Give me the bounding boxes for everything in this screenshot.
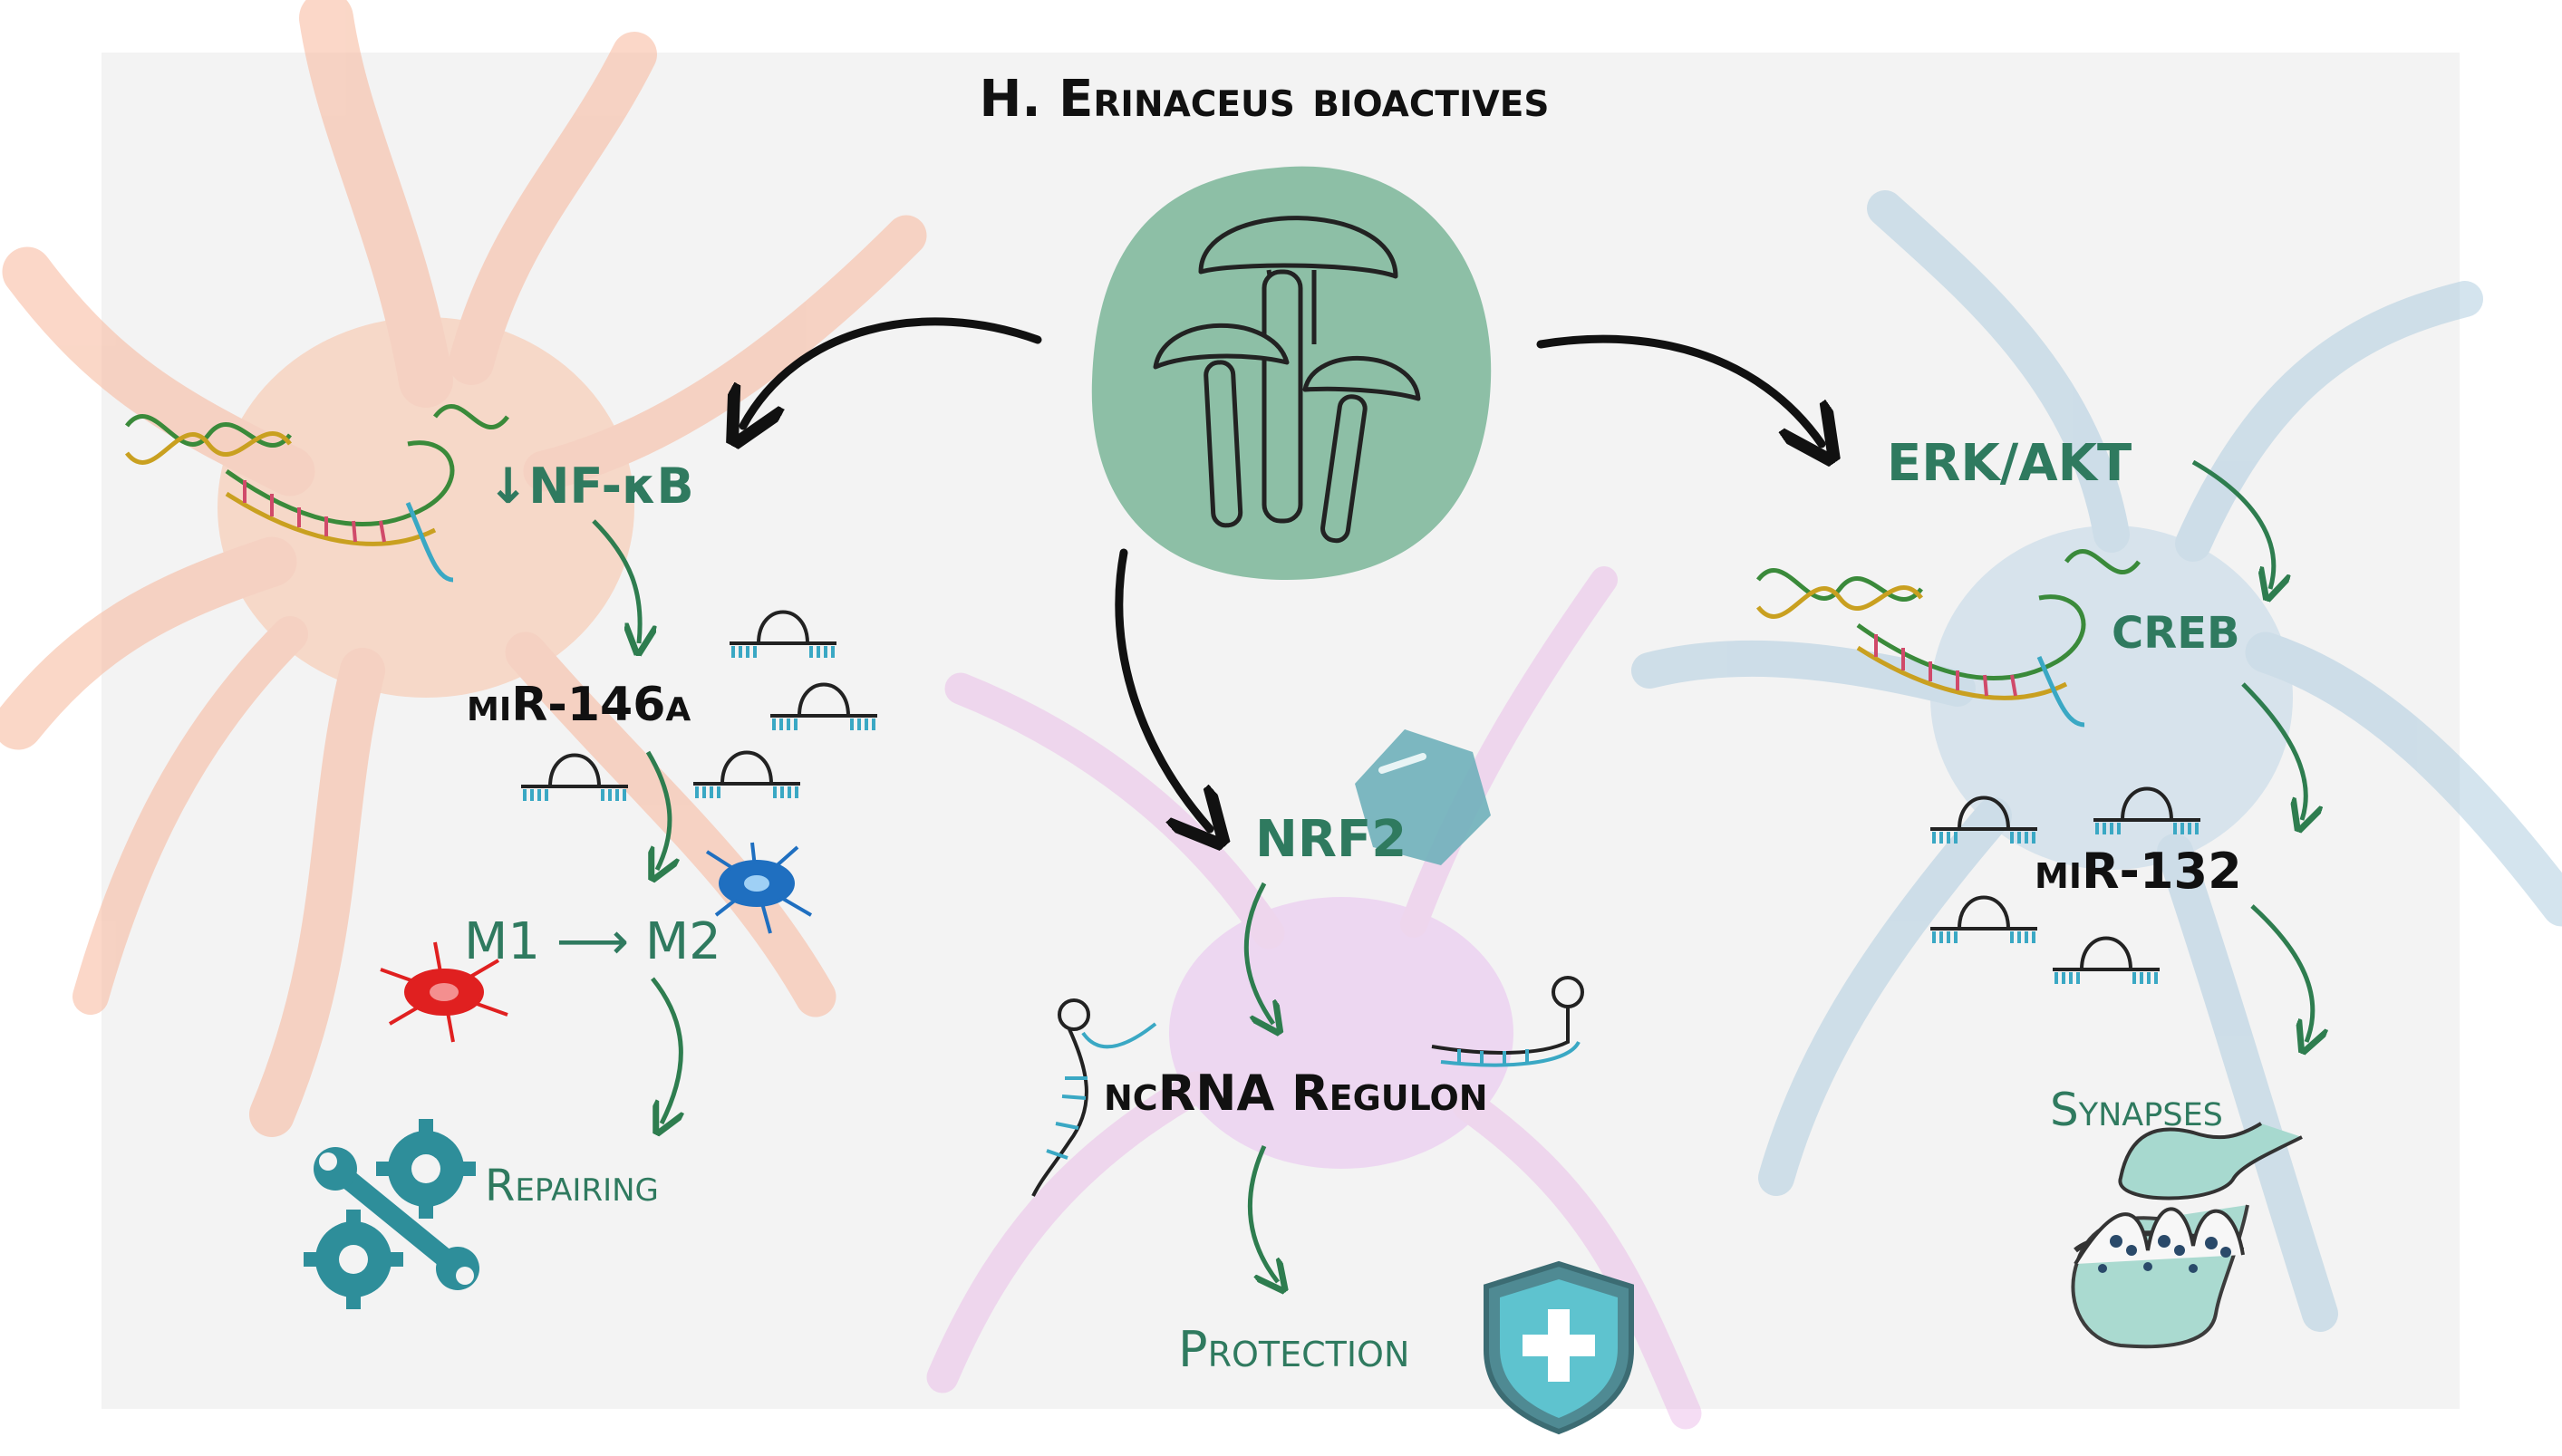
arrow-regulon-to-protection xyxy=(1247,1144,1278,1282)
mir146a-label: miR-146a xyxy=(467,678,691,732)
m2-microglia-icon xyxy=(705,842,813,934)
ncrna-regulon-label: ncRNA Regulon xyxy=(1104,1065,1488,1122)
mushroom-icon xyxy=(1091,166,1492,581)
mir132-label: miR-132 xyxy=(2035,843,2242,900)
arrow-to-center-pathway xyxy=(1115,548,1210,829)
arrow-erk-to-creb xyxy=(2191,459,2274,589)
nrf2-label: NRF2 xyxy=(1255,810,1407,869)
m1-microglia-icon xyxy=(380,941,508,1043)
repairing-label: Repairing xyxy=(485,1161,659,1211)
nfkb-label: ↓NF-κB xyxy=(488,458,694,515)
dna-helix-icon-right xyxy=(1756,548,2141,728)
m1-m2-label: M1 ⟶ M2 xyxy=(464,912,721,971)
ncrna-hairpin-icon-right xyxy=(1431,976,1584,1067)
arrow-creb-to-mir132 xyxy=(2241,682,2306,820)
arrow-nfkb-to-mir146a xyxy=(592,519,640,643)
dna-helix-icon-left xyxy=(125,403,509,583)
synapse-icon xyxy=(2071,1122,2303,1349)
arrow-mir146a-to-m2 xyxy=(645,750,670,870)
arrow-to-right-pathway xyxy=(1536,334,1822,444)
microglia-background xyxy=(926,566,1702,1430)
protection-label: Protection xyxy=(1178,1321,1409,1378)
creb-label: CREB xyxy=(2112,608,2240,659)
erk-akt-label: ERK/AKT xyxy=(1887,434,2132,493)
repair-gears-icon xyxy=(304,1119,479,1309)
hexagon-icon xyxy=(1355,729,1491,865)
ncrna-hairpin-icon-left xyxy=(1031,998,1157,1197)
synapses-label: Synapses xyxy=(2050,1084,2223,1136)
neuron-background xyxy=(1631,190,2562,1332)
arrow-m2-to-repairing xyxy=(651,977,681,1123)
arrow-nrf2-to-regulon xyxy=(1243,882,1273,1024)
diagram-title: H. Erinaceus bioactives xyxy=(980,70,1550,129)
arrow-mir132-to-synapses xyxy=(2250,904,2313,1042)
shield-plus-icon xyxy=(1484,1260,1634,1435)
arrow-to-left-pathway xyxy=(743,317,1042,426)
